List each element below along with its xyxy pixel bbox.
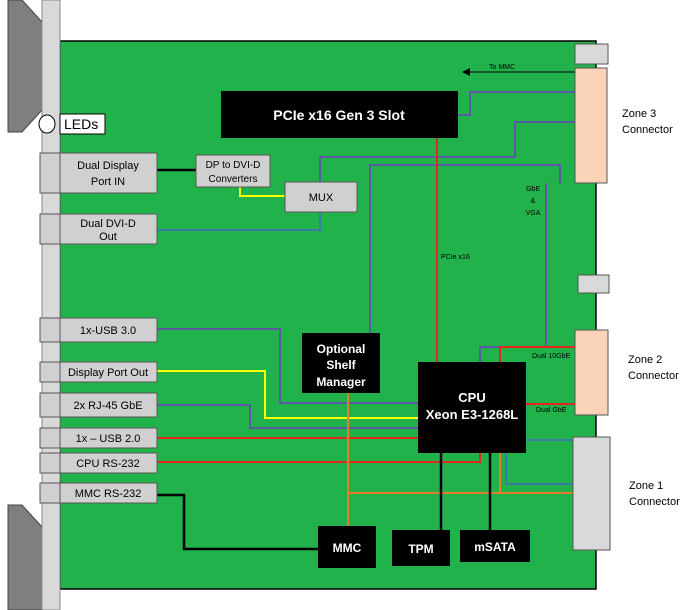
dual-10gbe-label: Dual 10GbE [532,353,570,360]
svg-text:1x – USB 2.0: 1x – USB 2.0 [76,433,141,445]
black-wires [157,168,492,551]
display-port-out-box: Display Port Out [59,361,158,383]
orange-wires [347,393,575,526]
mmc-box: MMC [318,526,376,568]
panel-port-tabs [39,152,61,504]
bottom-handle [7,504,43,610]
svg-text:TPM: TPM [408,542,433,556]
red-wires [157,138,575,463]
svg-text:2x RJ-45 GbE: 2x RJ-45 GbE [73,400,142,412]
zone3-label: Zone 3 Connector [622,108,673,136]
shelf-manager-box: Optional Shelf Manager [302,333,380,393]
usb3-box: 1x-USB 3.0 [59,317,158,343]
svg-text:1x-USB 3.0: 1x-USB 3.0 [80,325,136,337]
svg-text:Manager: Manager [316,375,366,389]
svg-text:Connector: Connector [622,124,673,136]
svg-text:mSATA: mSATA [474,540,516,554]
leds-label: LEDs [59,113,106,135]
dual-display-port-in-box: Dual Display Port IN [59,152,158,194]
zone1-connector [572,436,611,551]
svg-text:MMC: MMC [333,541,362,555]
svg-text:PCIe x16 Gen 3 Slot: PCIe x16 Gen 3 Slot [273,107,405,123]
svg-text:Connector: Connector [628,370,679,382]
top-handle [7,0,43,133]
rj45-gbe-box: 2x RJ-45 GbE [59,392,158,418]
svg-text:Optional: Optional [317,342,366,356]
svg-text:&: & [531,198,536,205]
usb2-box: 1x – USB 2.0 [59,427,158,449]
front-panel [41,0,61,610]
gbe-vga-label: GbE & VGA [526,186,541,217]
dp-to-dvi-converters-box: DP to DVI-D Converters [195,154,271,188]
svg-text:DP to DVI-D: DP to DVI-D [206,160,261,171]
mux-box: MUX [284,181,358,213]
led-indicator [38,114,56,134]
mmc-rs232-box: MMC RS-232 [59,482,158,504]
zone1-label: Zone 1 Connector [629,480,680,508]
to-mmc-label: To MMC [489,64,515,71]
svg-text:GbE: GbE [526,186,540,193]
cpu-rs232-box: CPU RS-232 [59,452,158,474]
dual-gbe-label: Dual GbE [536,407,567,414]
svg-text:CPU: CPU [458,390,485,405]
svg-text:Shelf: Shelf [326,358,356,372]
pcie-x16-label: PCIe x16 [441,254,470,261]
tpm-box: TPM [392,530,450,566]
pcie-slot-box: PCIe x16 Gen 3 Slot [221,91,458,138]
svg-text:Port IN: Port IN [91,176,125,188]
svg-text:Zone 1: Zone 1 [629,480,663,492]
zone3-connector [574,67,608,184]
zone2-connector [574,329,609,416]
svg-text:Out: Out [99,231,117,243]
svg-text:Dual Display: Dual Display [77,160,139,172]
svg-text:LEDs: LEDs [64,116,98,132]
svg-text:Connector: Connector [629,496,680,508]
svg-text:VGA: VGA [526,210,541,217]
msata-box: mSATA [460,530,530,562]
svg-text:Zone 2: Zone 2 [628,354,662,366]
svg-text:Dual DVI-D: Dual DVI-D [80,218,136,230]
svg-text:Display Port Out: Display Port Out [68,367,148,379]
dual-dvi-d-out-box: Dual DVI-D Out [59,213,158,245]
zone3-latch [574,43,609,65]
svg-text:CPU RS-232: CPU RS-232 [76,458,140,470]
svg-text:MMC RS-232: MMC RS-232 [75,488,142,500]
cpu-box: CPU Xeon E3-1268L [418,362,526,453]
zone2-latch [577,274,610,294]
svg-text:Zone 3: Zone 3 [622,108,656,120]
to-mmc-arrow [462,68,575,76]
zone2-label: Zone 2 Connector [628,354,679,382]
svg-text:Converters: Converters [209,174,258,185]
svg-text:Xeon E3-1268L: Xeon E3-1268L [426,407,519,422]
yellow-wires [157,187,420,419]
svg-text:MUX: MUX [309,192,334,204]
